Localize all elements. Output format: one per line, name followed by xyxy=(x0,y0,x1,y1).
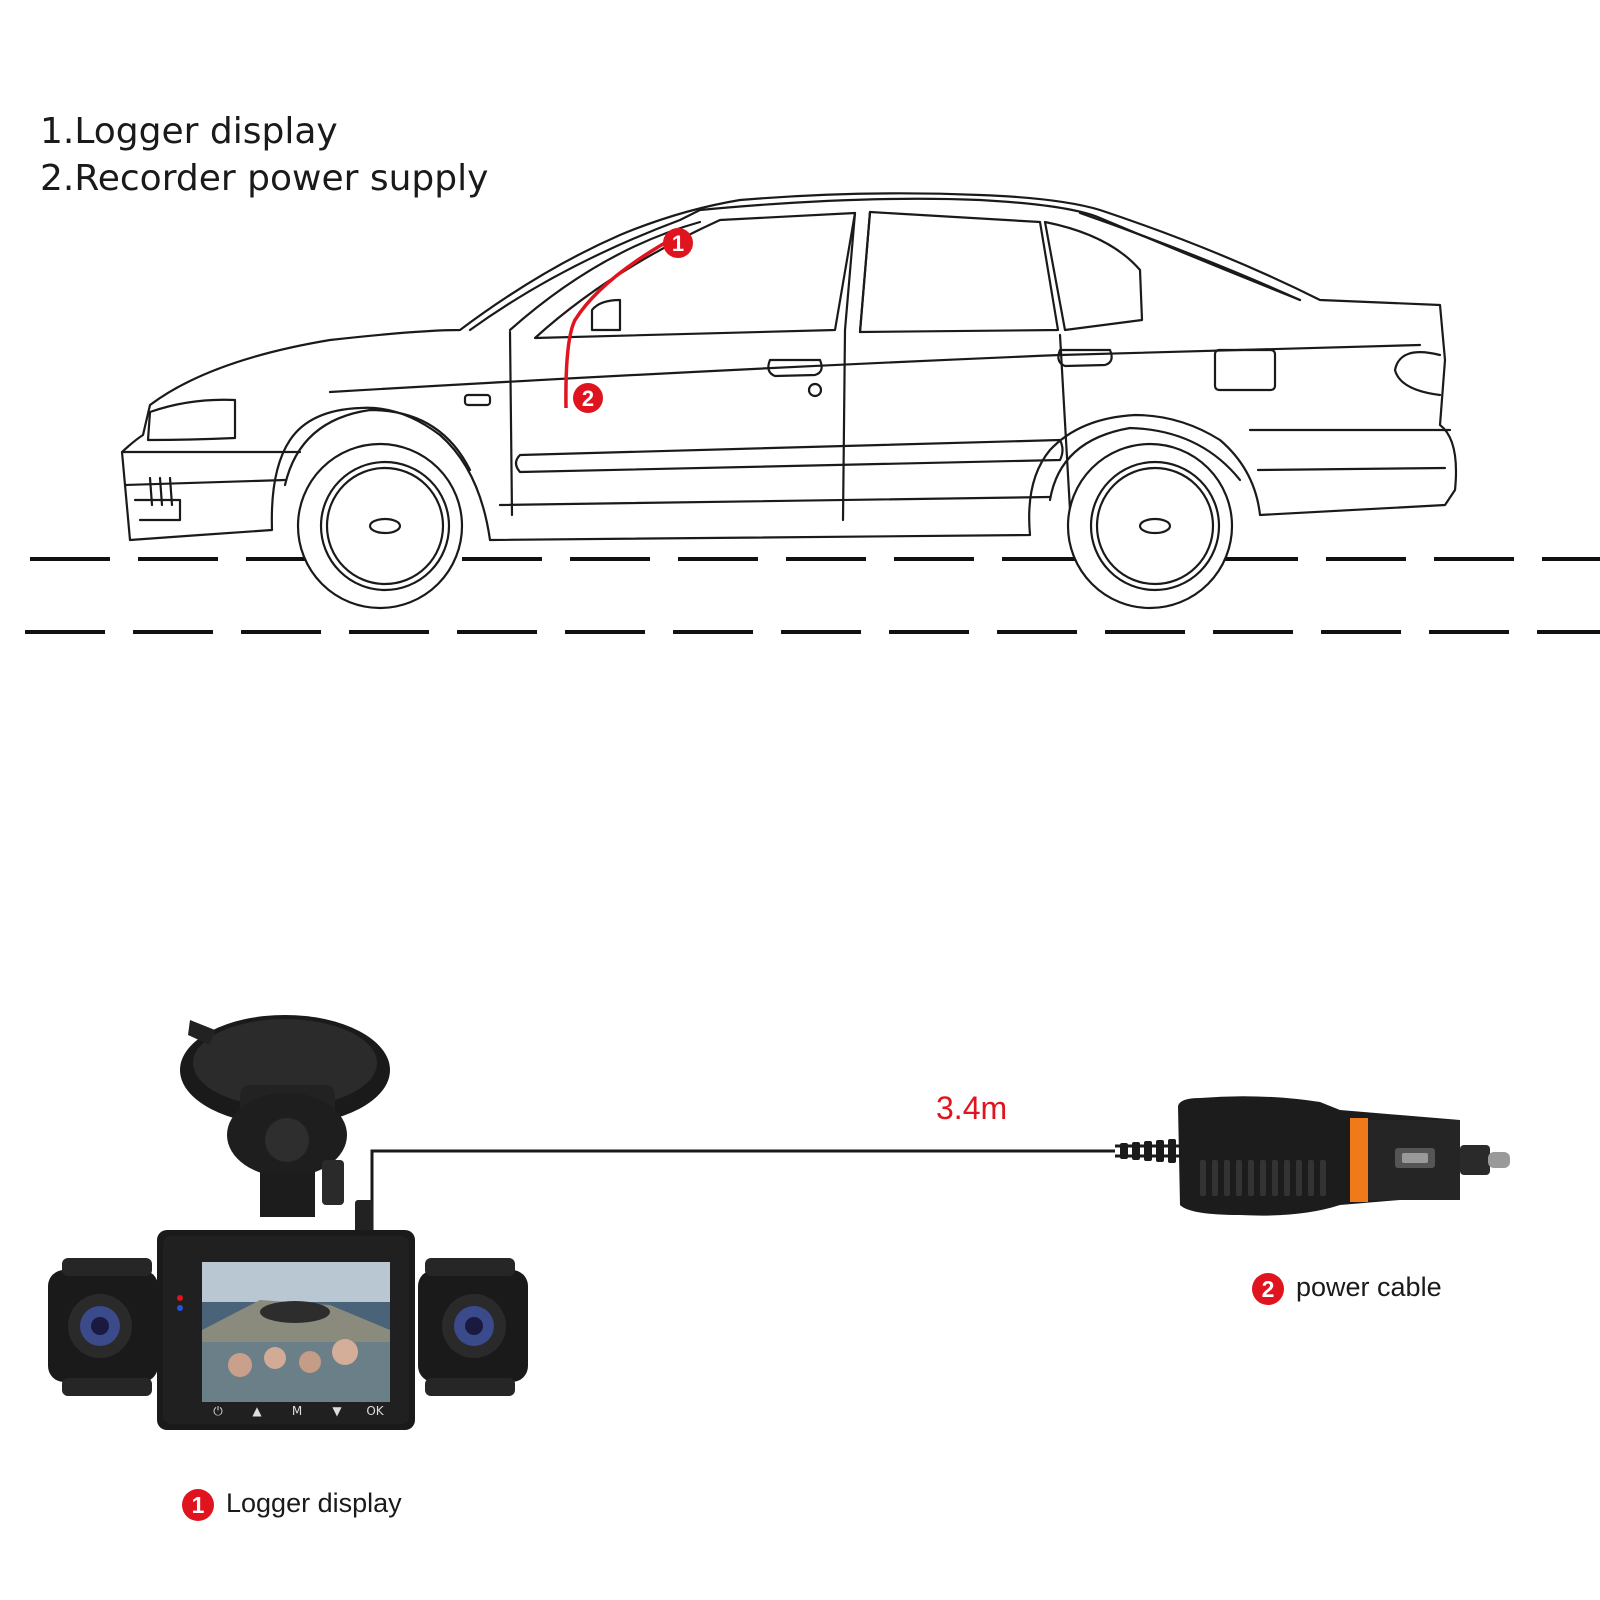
dash-camera xyxy=(48,1015,528,1430)
cable-strain-relief xyxy=(1120,1139,1176,1163)
car-illustration xyxy=(120,192,1458,542)
button-down: ▼ xyxy=(332,1404,342,1418)
button-power: ⏻ xyxy=(213,1404,223,1418)
power-cable xyxy=(362,1149,1115,1234)
button-up: ▲ xyxy=(252,1404,262,1418)
button-ok: OK xyxy=(366,1404,384,1418)
callout-logger-number: 1 xyxy=(182,1488,214,1521)
legend-line-1: 1.Logger display xyxy=(40,111,338,152)
callout-power-text: power cable xyxy=(1296,1272,1442,1302)
cable-length-label: 3.4m xyxy=(936,1090,1008,1126)
legend-line-2: 2.Recorder power supply xyxy=(40,158,489,199)
svg-text:1: 1 xyxy=(672,231,684,256)
marker-1: 1 xyxy=(663,228,693,258)
callout-power-cable: 2 power cable xyxy=(1252,1272,1442,1305)
callout-power-number: 2 xyxy=(1252,1272,1284,1305)
marker-2: 2 xyxy=(573,383,603,413)
rear-wheel xyxy=(1066,442,1234,610)
callout-logger-text: Logger display xyxy=(226,1488,402,1518)
screen-button-labels: ⏻ ▲ M ▼ OK xyxy=(213,1404,385,1418)
car-charger-plug xyxy=(1178,1096,1510,1216)
cable-route xyxy=(564,238,671,409)
legend: 1.Logger display 2.Recorder power supply xyxy=(40,108,488,202)
callout-logger-display: 1 Logger display xyxy=(182,1488,402,1521)
button-menu: M xyxy=(292,1404,302,1418)
svg-text:2: 2 xyxy=(582,386,594,411)
front-wheel xyxy=(296,442,464,610)
